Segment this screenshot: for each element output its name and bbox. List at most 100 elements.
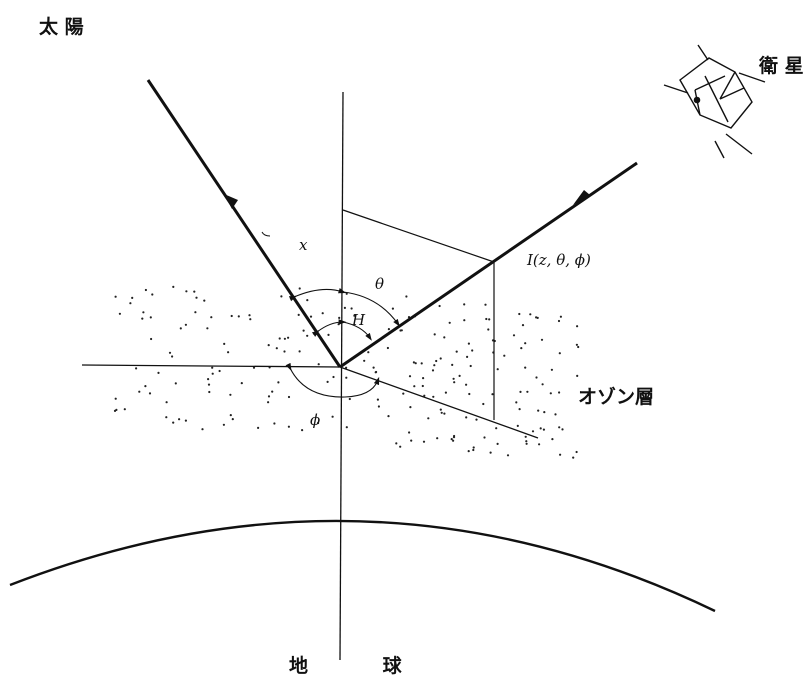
ozone-dot xyxy=(576,374,579,377)
ozone-dot xyxy=(526,390,529,393)
ozone-dot xyxy=(332,375,335,379)
sun-label: 太 陽 xyxy=(39,15,84,38)
intensity-label: I(z, θ, ϕ) xyxy=(526,251,591,269)
ozone-dot xyxy=(453,381,456,384)
ozone-dot xyxy=(558,352,561,355)
ozone-dot xyxy=(561,428,564,431)
ozone-dot xyxy=(174,382,177,385)
ozone-dot xyxy=(537,409,540,412)
ozone-dot xyxy=(223,342,226,345)
ozone-dot xyxy=(455,350,458,353)
ozone-dot xyxy=(194,311,197,314)
ozone-dot xyxy=(518,312,521,316)
ozone-dot xyxy=(118,312,121,315)
ozone-dot xyxy=(230,314,233,318)
ozone-dot xyxy=(515,401,518,404)
ozone-dot xyxy=(452,436,456,439)
ozone-dot xyxy=(472,446,475,449)
ozone-dot xyxy=(487,328,490,331)
ozone-dot xyxy=(554,413,557,416)
ozone-dot xyxy=(558,391,561,394)
ozone-dot xyxy=(432,395,435,398)
ozone-dot xyxy=(148,392,152,395)
ozone-dot xyxy=(465,416,468,419)
ozone-dot xyxy=(144,385,147,388)
ozone-dot xyxy=(353,314,356,317)
satellite-icon xyxy=(663,44,766,159)
vertical-axis xyxy=(339,91,344,661)
ozone-dot xyxy=(542,428,546,431)
ozone-dot xyxy=(237,315,240,318)
ozone-dot xyxy=(538,443,541,446)
ozone-dot xyxy=(179,327,182,330)
ozone-dot xyxy=(363,359,366,362)
ozone-dot xyxy=(372,366,375,369)
ozone-dot xyxy=(229,393,232,396)
ozone-dot xyxy=(298,287,301,290)
ozone-dot xyxy=(267,344,270,347)
ozone-dot xyxy=(185,290,188,293)
ozone-dot xyxy=(452,439,455,442)
ozone-dot xyxy=(435,359,438,363)
ozone-dot xyxy=(193,290,196,293)
azimuth-projection-line xyxy=(339,366,539,439)
ozone-dot xyxy=(227,351,230,354)
ozone-dot xyxy=(483,436,486,439)
ozone-dot xyxy=(171,355,174,358)
ozone-dot xyxy=(184,323,187,326)
ozone-dot xyxy=(317,421,320,425)
ozone-dot xyxy=(559,315,563,318)
ozone-dot xyxy=(287,425,290,428)
ozone-dot xyxy=(440,411,443,414)
ozone-dot xyxy=(114,397,117,400)
ozone-dot xyxy=(488,318,491,321)
ozone-dot xyxy=(412,361,415,364)
ozone-dot xyxy=(395,442,398,445)
ozone-dot xyxy=(572,456,575,459)
ozone-dot xyxy=(298,350,301,353)
ozone-dot xyxy=(558,426,561,429)
ozone-dot xyxy=(337,323,340,326)
ozone-dot xyxy=(387,328,390,331)
earth-label: 地 球 xyxy=(289,654,436,677)
ozone-dot xyxy=(211,372,214,375)
ozone-dot xyxy=(469,364,472,368)
ozone-layer-label: オゾン層 xyxy=(578,386,654,408)
incident-sun-ray xyxy=(146,79,342,368)
horizontal-line xyxy=(81,364,341,368)
ozone-dot xyxy=(252,366,256,369)
ozone-dot xyxy=(399,445,402,448)
scattered-ray-arrowhead xyxy=(573,190,590,205)
ozone-dot xyxy=(201,428,204,431)
ozone-dot xyxy=(518,408,521,411)
ozone-dot xyxy=(491,393,494,396)
theta-label: θ xyxy=(375,275,384,293)
ozone-dot xyxy=(524,435,527,438)
ozone-dot xyxy=(443,336,446,339)
ozone-dot xyxy=(557,319,561,323)
ozone-dot xyxy=(151,293,154,296)
ozone-dot xyxy=(422,377,425,380)
ozone-dot xyxy=(516,424,519,427)
ozone-dot xyxy=(345,376,348,379)
ozone-dot xyxy=(331,415,334,418)
ozone-dot xyxy=(208,390,211,394)
ozone-dot xyxy=(535,376,538,379)
ozone-dot xyxy=(503,354,506,357)
ozone-dot xyxy=(489,451,492,454)
ozone-dot xyxy=(222,423,225,426)
ozone-dot xyxy=(535,316,538,319)
ozone-dot xyxy=(278,337,281,340)
h-arc xyxy=(311,319,347,337)
ozone-dot xyxy=(468,392,471,396)
ozone-dot xyxy=(512,334,516,337)
ozone-dot xyxy=(524,366,527,369)
ozone-dot xyxy=(375,370,378,374)
ozone-dot xyxy=(466,355,469,358)
ozone-dot xyxy=(157,371,160,374)
ozone-dot xyxy=(438,304,441,308)
ozone-dot xyxy=(327,333,330,336)
ozone-dot xyxy=(273,422,276,425)
ozone-dot xyxy=(485,317,488,321)
